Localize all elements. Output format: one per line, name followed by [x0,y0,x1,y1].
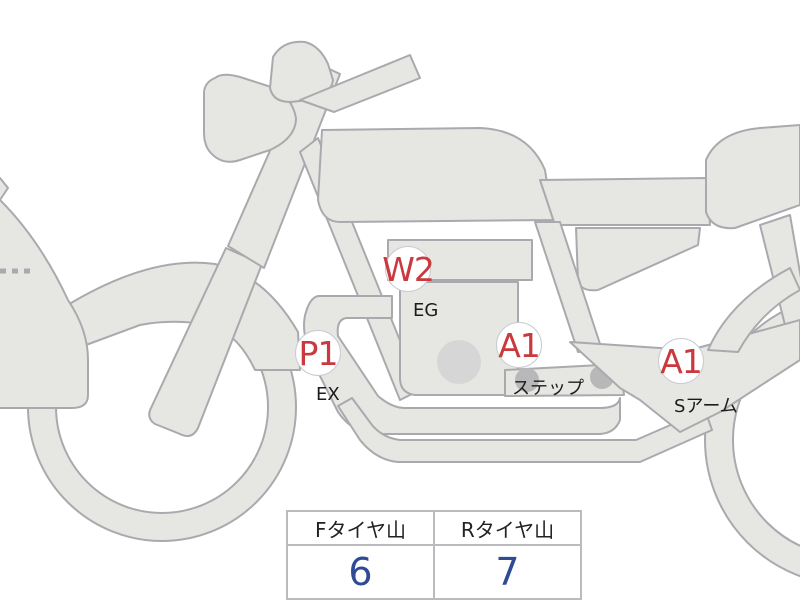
step-peg-left [515,368,539,392]
tire-tread-table: Fタイヤ山 Rタイヤ山 6 7 [286,510,582,600]
front-tire-header: Fタイヤ山 [286,510,435,546]
tail-cowl [705,124,800,230]
marker-engine[interactable]: W2 [382,246,435,292]
marker-label-engine: EG [413,300,439,321]
fuel-tank [317,127,554,223]
exhaust-pipe-upper [303,295,621,435]
rear-tire-value: 7 [433,544,582,600]
engine-cover-round [437,340,481,384]
rear-tire-header: Rタイヤ山 [433,510,582,546]
front-fairing [0,177,89,409]
meter [269,40,334,103]
front-tire-value: 6 [286,544,435,600]
side-cover [539,177,711,226]
marker-step[interactable]: A1 [496,322,542,368]
marker-label-step: ステップ [512,378,584,399]
marker-exhaust[interactable]: P1 [295,330,341,376]
marker-label-exhaust: EX [316,384,340,405]
handlebar [299,54,421,113]
marker-label-swing-arm: Sアーム [674,396,738,417]
marker-swing-arm[interactable]: A1 [658,338,704,384]
rear-stay [707,267,800,353]
side-panel [575,227,701,292]
front-fork [148,247,263,437]
